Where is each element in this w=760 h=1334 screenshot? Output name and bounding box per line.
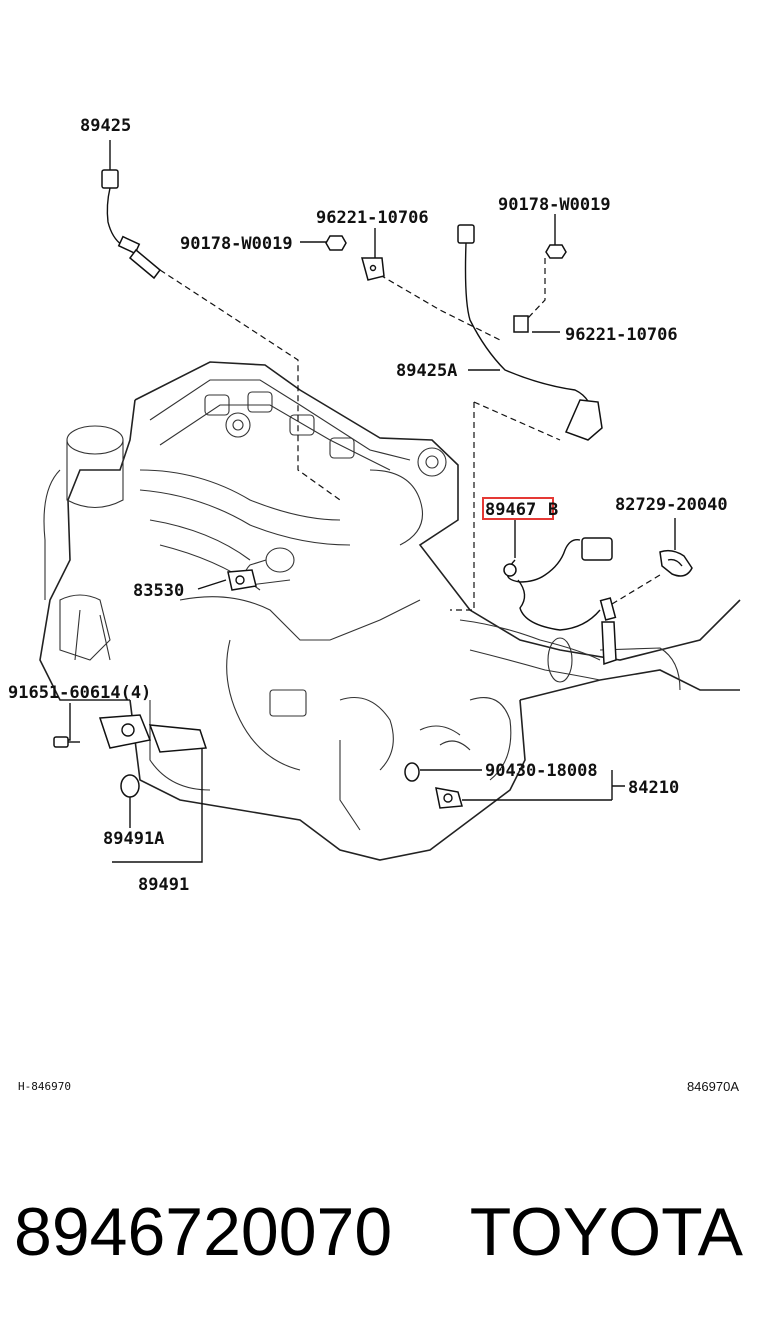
oil-pressure-switch-83530: [227, 569, 257, 591]
label-84210: 84210: [628, 778, 679, 798]
speed-sensor-89491: [98, 714, 208, 753]
leader-lines: [60, 140, 676, 863]
o-ring-89491A: [120, 774, 140, 798]
af-sensor-89467: [503, 537, 617, 666]
engine-illustration: [39, 361, 741, 861]
nut-90178-left: [325, 235, 347, 251]
part-number-caption: 8946720070: [14, 1194, 392, 1270]
label-90178-left: 90178-W0019: [180, 234, 293, 254]
label-82729: 82729-20040: [615, 495, 728, 515]
gasket-90430: [404, 762, 420, 782]
label-89491A: 89491A: [103, 829, 164, 849]
brand-caption: TOYOTA: [470, 1194, 744, 1270]
parts: [53, 169, 693, 809]
label-89425A: 89425A: [396, 361, 457, 381]
label-89467: 89467: [485, 500, 536, 520]
clamp-82729: [659, 549, 693, 577]
highlight-box: [482, 497, 554, 520]
label-90430: 90430-18008: [485, 761, 598, 781]
label-83530: 83530: [133, 581, 184, 601]
diagram-code-left: H-846970: [18, 1080, 71, 1093]
label-89467-suffix: B: [548, 500, 558, 520]
label-96221-top: 96221-10706: [316, 208, 429, 228]
label-89425: 89425: [80, 116, 131, 136]
bolt-91651: [53, 736, 80, 748]
nut-90178-right: [545, 244, 567, 259]
label-89491: 89491: [138, 875, 189, 895]
label-90178-right: 90178-W0019: [498, 195, 611, 215]
o2-sensor-89425A: [457, 224, 603, 441]
o2-sensor-89425: [101, 169, 162, 280]
label-91651: 91651-60614(4): [8, 683, 151, 703]
clamp-96221-top: [361, 257, 385, 281]
label-96221-right: 96221-10706: [565, 325, 678, 345]
part-labels: 89425 96221-10706 90178-W0019 90178-W001…: [8, 116, 728, 895]
switch-84210: [435, 787, 463, 809]
diagram-code-right: 846970A: [687, 1079, 739, 1094]
